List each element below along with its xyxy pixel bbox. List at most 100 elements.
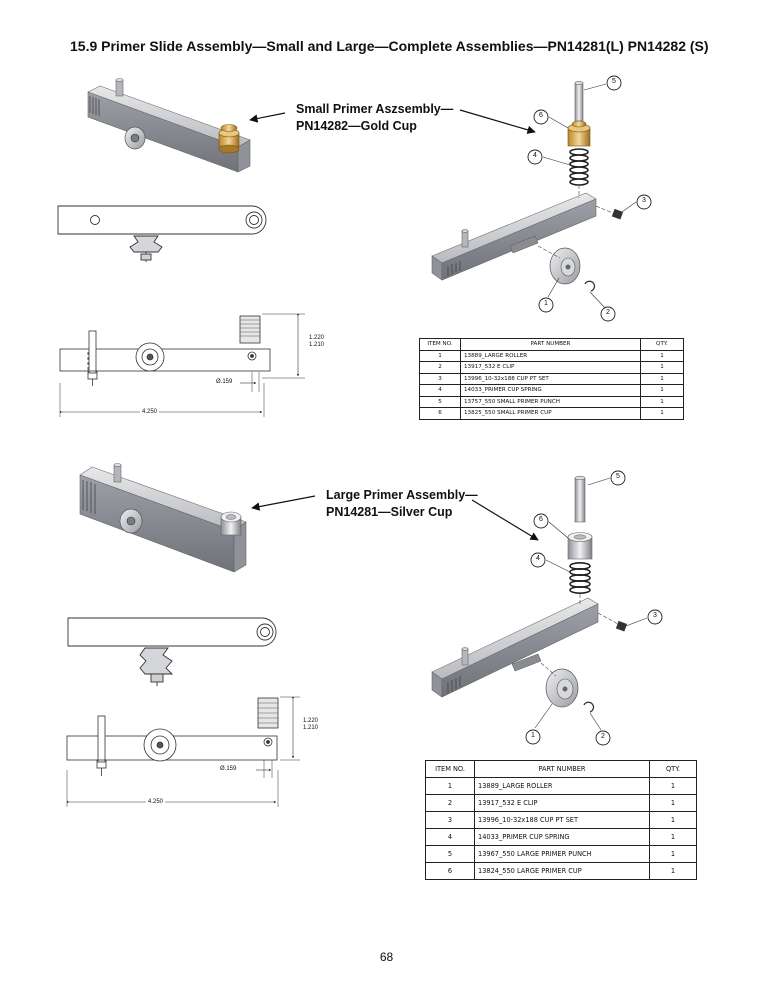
header-item-no: ITEM NO. xyxy=(425,760,475,778)
small-height-2: 1.210 xyxy=(309,342,325,348)
small-height-dim: 1.220 1.210 xyxy=(309,335,324,349)
small-height-1: 1.220 xyxy=(309,335,325,341)
part-number: 14033_PRIMER CUP SPRING xyxy=(460,384,641,397)
balloon-small-3: 3 xyxy=(642,197,646,204)
large-balloon-leaders xyxy=(534,477,648,731)
item-no: 3 xyxy=(419,372,461,385)
part-number: 13917_532 E CLIP xyxy=(474,794,650,812)
large-height-1: 1.220 xyxy=(303,718,319,724)
part-number: 13889_LARGE ROLLER xyxy=(460,349,641,362)
item-no: 5 xyxy=(425,845,475,863)
item-no: 4 xyxy=(419,384,461,397)
qty: 1 xyxy=(649,862,697,880)
page-title: 15.9 Primer Slide Assembly—Small and Lar… xyxy=(70,38,709,54)
balloon-large-4: 4 xyxy=(536,555,540,562)
qty: 1 xyxy=(640,361,684,374)
qty: 1 xyxy=(640,372,684,385)
small-iso-view xyxy=(87,78,251,173)
item-no: 1 xyxy=(425,777,475,795)
balloon-small-2: 2 xyxy=(606,309,610,316)
small-exploded-view xyxy=(431,81,624,292)
large-exploded-view xyxy=(431,475,628,713)
item-no: 5 xyxy=(419,395,461,408)
balloon-large-6: 6 xyxy=(539,516,543,523)
qty: 1 xyxy=(640,395,684,408)
item-no: 2 xyxy=(419,361,461,374)
balloon-large-2: 2 xyxy=(601,733,605,740)
part-number: 13757_550 SMALL PRIMER PUNCH xyxy=(460,395,641,408)
balloon-small-4: 4 xyxy=(533,152,537,159)
item-no: 6 xyxy=(425,862,475,880)
balloon-large-5: 5 xyxy=(616,473,620,480)
part-number: 13996_10-32x188 CUP PT SET xyxy=(460,372,641,385)
balloon-small-1: 1 xyxy=(544,300,548,307)
small-assembly-callout: Small Primer Aszsembly— PN14282—Gold Cup xyxy=(296,101,453,135)
small-callout-line2: PN14282—Gold Cup xyxy=(296,119,417,133)
large-dia-dim: Ø.159 xyxy=(220,766,237,772)
part-number: 13917_532 E CLIP xyxy=(460,361,641,374)
qty: 1 xyxy=(649,845,697,863)
large-callout-line1: Large Primer Assembly— xyxy=(326,488,478,502)
header-qty: QTY. xyxy=(649,760,697,778)
table-header-row: ITEM NO. PART NUMBER QTY. xyxy=(425,760,697,778)
table-header-row: ITEM NO. PART NUMBER QTY. xyxy=(419,338,684,351)
qty: 1 xyxy=(649,794,697,812)
item-no: 2 xyxy=(425,794,475,812)
balloon-circles xyxy=(525,75,663,746)
large-height-2: 1.210 xyxy=(303,725,319,731)
qty: 1 xyxy=(640,349,684,362)
balloon-small-5: 5 xyxy=(612,78,616,85)
page-number: 68 xyxy=(379,950,394,964)
part-number: 13996_10-32x188 CUP PT SET xyxy=(474,811,650,829)
item-no: 6 xyxy=(419,407,461,420)
large-callout-line2: PN14281—Silver Cup xyxy=(326,505,453,519)
large-top-view xyxy=(67,617,277,686)
small-balloon-leaders xyxy=(542,83,637,310)
qty: 1 xyxy=(649,811,697,829)
qty: 1 xyxy=(649,777,697,795)
qty: 1 xyxy=(640,407,684,420)
part-number: 13824_550 LARGE PRIMER CUP xyxy=(474,862,650,880)
part-number: 13889_LARGE ROLLER xyxy=(474,777,650,795)
large-iso-view xyxy=(79,463,247,573)
large-front-view xyxy=(66,696,300,807)
balloon-large-1: 1 xyxy=(531,732,535,739)
qty: 1 xyxy=(649,828,697,846)
header-part-number: PART NUMBER xyxy=(474,760,650,778)
large-height-dim: 1.220 1.210 xyxy=(303,718,318,732)
small-dia-dim: Ø.159 xyxy=(216,379,233,385)
small-callout-line1: Small Primer Aszsembly— xyxy=(296,102,454,116)
large-assembly-callout: Large Primer Assembly— PN14281—Silver Cu… xyxy=(326,487,478,521)
balloon-small-6: 6 xyxy=(539,112,543,119)
balloon-large-3: 3 xyxy=(653,612,657,619)
large-length-dim: 4.250 xyxy=(146,799,166,805)
header-item-no: ITEM NO. xyxy=(419,338,461,351)
header-qty: QTY. xyxy=(640,338,684,351)
header-part-number: PART NUMBER xyxy=(460,338,641,351)
part-number: 13967_550 LARGE PRIMER PUNCH xyxy=(474,845,650,863)
item-no: 4 xyxy=(425,828,475,846)
qty: 1 xyxy=(640,384,684,397)
small-length-dim: 4.250 xyxy=(140,409,160,415)
part-number: 14033_PRIMER CUP SPRING xyxy=(474,828,650,846)
item-no: 3 xyxy=(425,811,475,829)
part-number: 13825_550 SMALL PRIMER CUP xyxy=(460,407,641,420)
item-no: 1 xyxy=(419,349,461,362)
small-front-view xyxy=(59,313,305,417)
small-top-view xyxy=(57,205,267,262)
